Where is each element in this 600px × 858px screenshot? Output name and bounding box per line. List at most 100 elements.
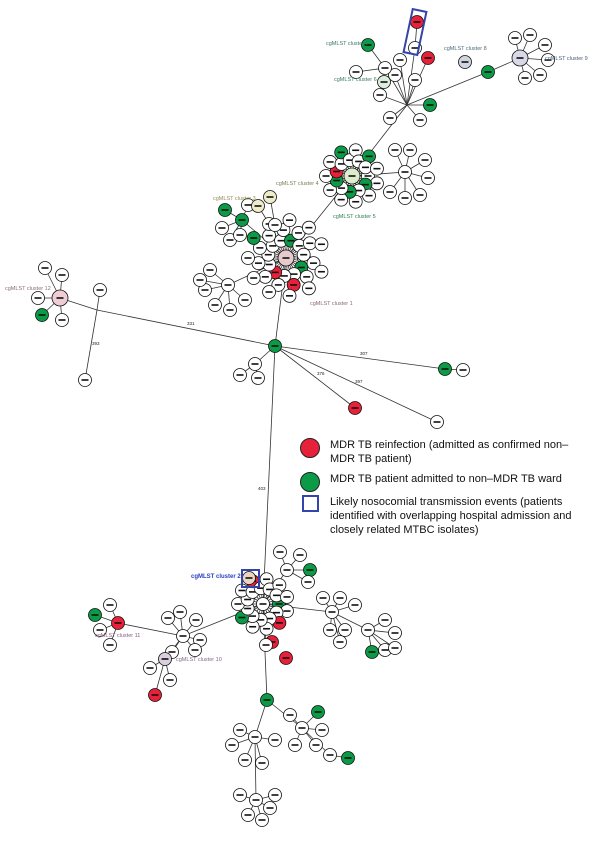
node-id-text bbox=[364, 175, 372, 177]
node-id-text bbox=[211, 304, 219, 306]
node-id-text bbox=[338, 187, 346, 189]
node-id-text bbox=[348, 175, 356, 177]
node-id-text bbox=[96, 289, 104, 291]
node-id-text bbox=[406, 149, 414, 151]
edge-or-cluster-label: cgMLST cluster 6 bbox=[334, 77, 377, 83]
node-id-text bbox=[361, 166, 369, 169]
node-id-text bbox=[221, 209, 229, 211]
node-id-text bbox=[484, 71, 492, 73]
transmission-event-box bbox=[241, 569, 260, 588]
node-id-text bbox=[337, 198, 345, 201]
node-id-text bbox=[294, 232, 302, 234]
legend-text: MDR TB reinfection (admitted as confirme… bbox=[330, 439, 569, 465]
node-id-text bbox=[365, 194, 373, 197]
node-id-text bbox=[296, 554, 304, 556]
node-id-text bbox=[250, 277, 258, 279]
node-id-text bbox=[376, 94, 384, 96]
node-id-text bbox=[280, 275, 288, 277]
node-id-text bbox=[516, 57, 524, 59]
node-id-text bbox=[364, 629, 372, 631]
node-id-text bbox=[106, 604, 114, 606]
node-id-text bbox=[304, 581, 312, 583]
node-id-text bbox=[249, 615, 257, 617]
node-id-text bbox=[263, 699, 271, 701]
node-id-text bbox=[166, 679, 174, 681]
node-id-text bbox=[526, 34, 534, 36]
node-id-text bbox=[305, 287, 313, 290]
node-id-text bbox=[96, 629, 104, 631]
node-id-text bbox=[271, 224, 279, 226]
legend-text: MDR TB patient admitted to non–MDR TB wa… bbox=[330, 473, 562, 485]
node-id-text bbox=[151, 694, 159, 696]
node-id-text bbox=[224, 284, 232, 286]
node-id-text bbox=[536, 74, 544, 76]
node-id-text bbox=[283, 610, 291, 612]
edge bbox=[274, 345, 446, 370]
node-id-text bbox=[252, 799, 260, 801]
node-id-text bbox=[146, 667, 154, 669]
node-id-text bbox=[265, 291, 273, 293]
node-id-text bbox=[355, 160, 363, 163]
node-id-text bbox=[234, 603, 242, 605]
node-id-text bbox=[283, 596, 291, 598]
node-id-text bbox=[196, 279, 204, 281]
node-id-text bbox=[326, 754, 334, 756]
node-id-text bbox=[286, 219, 294, 221]
node-id-text bbox=[238, 219, 246, 221]
node-id-text bbox=[297, 266, 305, 269]
node-id-text bbox=[258, 762, 266, 764]
edge-or-cluster-label: 307 bbox=[360, 351, 368, 356]
node-id-text bbox=[361, 183, 369, 186]
node-id-text bbox=[391, 632, 399, 634]
node-id-text bbox=[251, 736, 259, 738]
node-id-text bbox=[196, 639, 204, 641]
node-id-text bbox=[259, 603, 267, 605]
node-id-text bbox=[283, 569, 291, 571]
edge-or-cluster-label: cgMLST cluster 2 bbox=[191, 574, 241, 580]
node-id-text bbox=[206, 269, 214, 271]
edge bbox=[117, 622, 184, 637]
node-id-text bbox=[380, 81, 388, 83]
node-id-text bbox=[275, 584, 283, 586]
edge-or-cluster-label: cgMLST cluster 1 bbox=[310, 301, 353, 307]
nodes bbox=[31, 15, 555, 827]
node-id-text bbox=[244, 814, 252, 816]
node-id-text bbox=[295, 245, 303, 247]
node-id-text bbox=[275, 603, 283, 605]
node-id-text bbox=[161, 658, 169, 660]
node-id-text bbox=[303, 276, 311, 278]
node-id-text bbox=[286, 714, 294, 716]
edge-or-cluster-label: cgMLST cluster 7 bbox=[326, 41, 369, 47]
node-id-text bbox=[257, 619, 265, 621]
edges bbox=[38, 21, 549, 821]
node-id-text bbox=[326, 189, 334, 191]
node-id-text bbox=[312, 744, 320, 746]
node-id-text bbox=[58, 274, 66, 276]
red-circle-icon bbox=[300, 438, 320, 458]
node-id-text bbox=[258, 819, 266, 821]
node-id-text bbox=[236, 794, 244, 796]
node-id-text bbox=[310, 262, 318, 264]
node-id-text bbox=[271, 345, 279, 347]
node-id-text bbox=[346, 191, 354, 193]
node-id-text bbox=[391, 647, 399, 649]
node-id-text bbox=[263, 578, 271, 581]
node-id-text bbox=[433, 421, 441, 423]
node-id-text bbox=[269, 245, 277, 247]
node-id-text bbox=[319, 597, 327, 599]
node-id-text bbox=[41, 267, 49, 269]
edge bbox=[96, 309, 276, 347]
edge-or-cluster-label: 393 bbox=[92, 341, 100, 346]
node-id-text bbox=[317, 243, 325, 246]
node-id-text bbox=[226, 239, 234, 241]
node-id-text bbox=[241, 299, 249, 301]
node-id-text bbox=[368, 651, 376, 653]
node-id-text bbox=[279, 229, 287, 231]
node-id-text bbox=[168, 651, 176, 653]
edge bbox=[274, 345, 356, 409]
node-id-text bbox=[341, 629, 349, 631]
edge-or-cluster-label: 376 bbox=[317, 371, 325, 376]
legend-text: Likely nosocomial transmission events (p… bbox=[330, 496, 572, 536]
